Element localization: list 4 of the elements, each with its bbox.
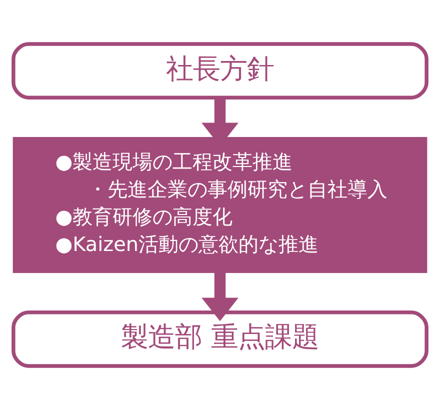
node-box: ●製造現場の工程改革推進 ・先進企業の事例研究と自社導入 ●教育研修の高度化 ●Kaizen活動の意欲的な推進	[12, 136, 428, 273]
node-box: 社長方針	[12, 42, 428, 100]
arrow	[202, 272, 238, 321]
node-box: 製造部 重点課題	[12, 310, 428, 368]
